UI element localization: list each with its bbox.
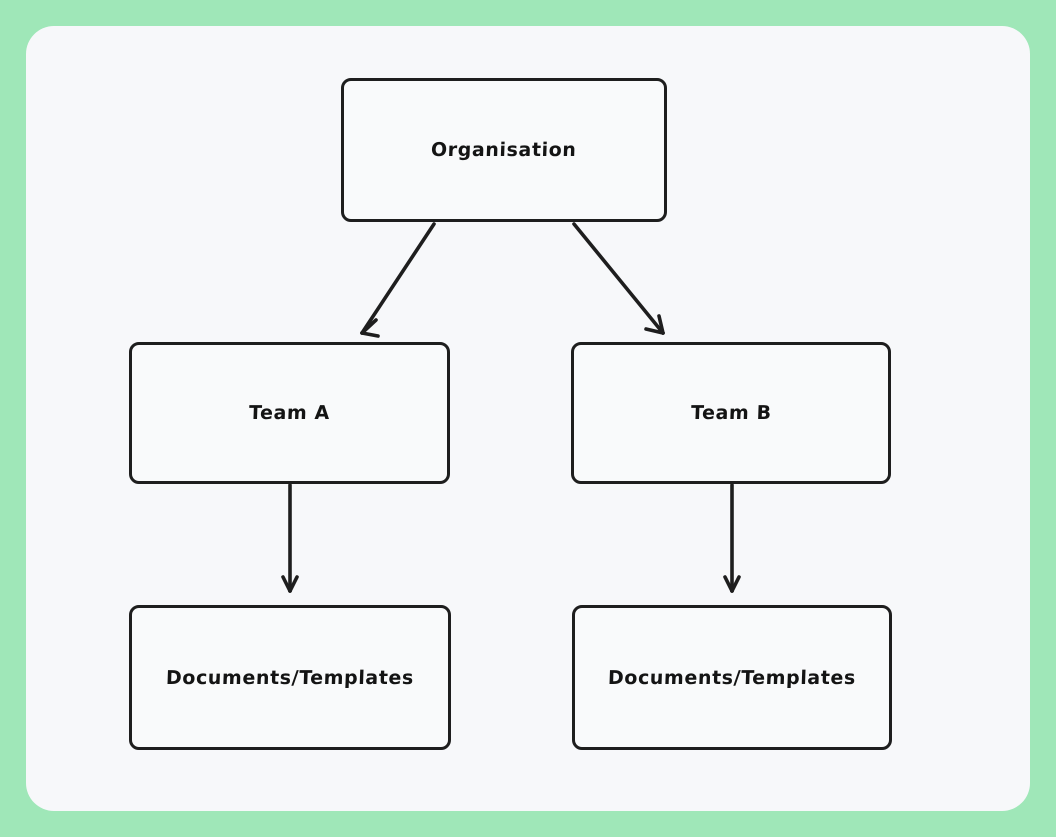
edge-team-a-documents (281, 483, 299, 593)
node-team-b[interactable]: Team B (571, 342, 891, 484)
node-documents-templates-b-label: Documents/Templates (607, 666, 857, 689)
connector-layer (281, 222, 741, 593)
edge-organisation-team-a (360, 222, 436, 338)
node-documents-templates-a[interactable]: Documents/Templates (129, 605, 451, 750)
node-team-a[interactable]: Team A (129, 342, 450, 484)
node-documents-templates-b[interactable]: Documents/Templates (572, 605, 892, 750)
edge-team-b-documents (723, 483, 741, 593)
node-organisation[interactable]: Organisation (341, 78, 667, 222)
diagram-canvas: Organisation Team A Team B Documents/Tem… (26, 26, 1030, 811)
node-team-b-label: Team B (690, 402, 772, 424)
node-organisation-label: Organisation (430, 139, 578, 161)
edge-organisation-team-b (572, 222, 665, 335)
node-team-a-label: Team A (248, 402, 331, 424)
node-documents-templates-a-label: Documents/Templates (165, 666, 415, 689)
